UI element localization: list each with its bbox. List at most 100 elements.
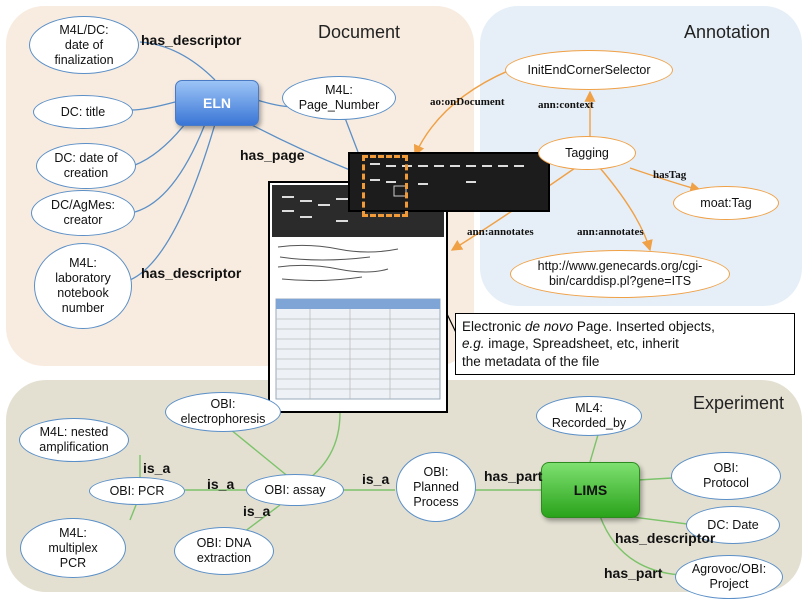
electronic-page-thumbnail	[268, 181, 448, 413]
node-agrovoc-project: Agrovoc/OBI:Project	[675, 555, 783, 599]
node-label: M4L:Page_Number	[299, 83, 380, 113]
node-label-line: PCR	[59, 555, 87, 570]
label-has-part-project: has_part	[604, 565, 663, 581]
edge-lims-project	[599, 515, 681, 576]
node-label-line: M4L:	[69, 256, 97, 270]
node-label-line: bin/carddisp.pl?gene=ITS	[548, 274, 692, 288]
page-content-image	[272, 185, 444, 400]
label-is-a-pcr-assay: is_a	[207, 476, 235, 492]
node-label-line: M4L/DC:	[59, 22, 109, 37]
edge-selector-gel	[413, 69, 511, 157]
node-label-line: OBI: PCR	[109, 483, 165, 498]
node-label-line: creator	[63, 213, 103, 227]
label-is-a-assay-planned: is_a	[362, 471, 390, 487]
selection-region-marker	[362, 155, 408, 217]
node-label-line: OBI: DNA	[196, 536, 252, 550]
node-label-line: OBI:	[713, 461, 739, 475]
node-moat-tag: moat:Tag	[673, 186, 779, 220]
label-has-descriptor-top: has_descriptor	[141, 32, 242, 48]
node-label-line: InitEndCornerSelector	[527, 62, 651, 77]
node-label: OBI:electrophoresis	[181, 397, 266, 427]
edge-lims-protocol	[637, 477, 673, 481]
node-label-line: Agrovoc/OBI:	[691, 562, 767, 576]
edge-tagging-doc	[450, 167, 576, 251]
label-is-a-nested: is_a	[143, 460, 171, 476]
node-label: http://www.genecards.org/cgi-bin/carddis…	[538, 259, 703, 289]
node-label: OBI:Protocol	[703, 461, 749, 491]
document-panel-title: Document	[318, 22, 401, 42]
lims-box: LIMS	[541, 462, 640, 518]
node-label-line: M4L:	[59, 525, 87, 540]
eln-box: ELN	[175, 80, 259, 126]
edge-eln-date-creation	[134, 123, 186, 166]
node-tagging: Tagging	[538, 136, 636, 170]
node-label: OBI: assay	[264, 483, 325, 498]
node-label: Tagging	[565, 146, 609, 161]
node-label: moat:Tag	[700, 196, 751, 211]
edge-eln-creator	[134, 123, 206, 213]
node-label-line: multiplex	[48, 540, 98, 555]
node-label-line: DC: Date	[707, 517, 759, 532]
edge-electrophoresis-assay	[224, 424, 291, 479]
annotation-panel-title: Annotation	[684, 22, 771, 42]
node-dc-date: DC: Date	[686, 506, 780, 544]
node-label-line: date of	[64, 37, 104, 52]
edge-eln-notebook	[129, 123, 216, 281]
node-obi-assay: OBI: assay	[246, 474, 344, 506]
node-label-line: Page_Number	[298, 98, 380, 112]
node-label-line: DC/AgMes:	[51, 198, 115, 212]
node-label-line: http://www.genecards.org/cgi-	[537, 259, 703, 273]
node-label: DC/AgMes:creator	[51, 198, 115, 228]
node-label-line: Process	[413, 494, 459, 509]
callout-line-2: e.g. image, Spreadsheet, etc, inherit	[462, 336, 679, 352]
label-ann-annotates-left: ann:annotates	[467, 226, 534, 238]
node-label: Agrovoc/OBI:Project	[692, 562, 766, 592]
label-has-part-lims: has_part	[484, 468, 543, 484]
edge-eln-date-finalization	[139, 41, 216, 81]
node-label-line: finalization	[54, 52, 114, 67]
node-dc-agmes-creator: DC/AgMes:creator	[31, 190, 135, 236]
node-label-line: Recorded_by	[551, 416, 627, 430]
node-label-line: Planned	[413, 479, 459, 494]
label-ao-on-document: ao:onDocument	[430, 96, 505, 108]
label-has-descriptor-mid: has_descriptor	[141, 265, 242, 281]
node-label-line: extraction	[196, 551, 252, 565]
edge-page-number-gel	[344, 117, 359, 153]
node-page-number: M4L:Page_Number	[282, 76, 396, 120]
label-has-descriptor-lims: has_descriptor	[615, 530, 716, 546]
gel-image	[348, 152, 550, 212]
node-label: DC: title	[61, 105, 105, 120]
label-ann-annotates-right: ann:annotates	[577, 226, 644, 238]
node-obi-electrophoresis: OBI:electrophoresis	[165, 392, 281, 432]
node-label-line: DC: title	[60, 104, 106, 119]
node-label-line: Protocol	[703, 476, 749, 490]
node-obi-protocol: OBI:Protocol	[671, 452, 781, 500]
node-label-line: M4L: nested	[39, 425, 109, 439]
node-label-line: moat:Tag	[700, 195, 752, 210]
experiment-panel-title: Experiment	[693, 393, 785, 413]
node-label-line: number	[61, 301, 105, 315]
node-label-line: Project	[709, 577, 749, 591]
node-label-line: M4L:	[325, 83, 353, 97]
label-has-tag: hasTag	[653, 169, 687, 181]
node-obi-pcr: OBI: PCR	[89, 477, 185, 505]
node-label-line: electrophoresis	[180, 412, 266, 426]
node-label-line: notebook	[57, 286, 109, 300]
callout-electronic-page: Electronic de novo Page. Inserted object…	[455, 313, 795, 375]
callout-line-1: Electronic de novo Page. Inserted object…	[462, 319, 715, 334]
edge-lims-date	[624, 515, 696, 526]
node-label: InitEndCornerSelector	[528, 63, 651, 78]
node-label-line: OBI: assay	[264, 482, 326, 497]
node-init-end-selector: InitEndCornerSelector	[505, 50, 673, 90]
